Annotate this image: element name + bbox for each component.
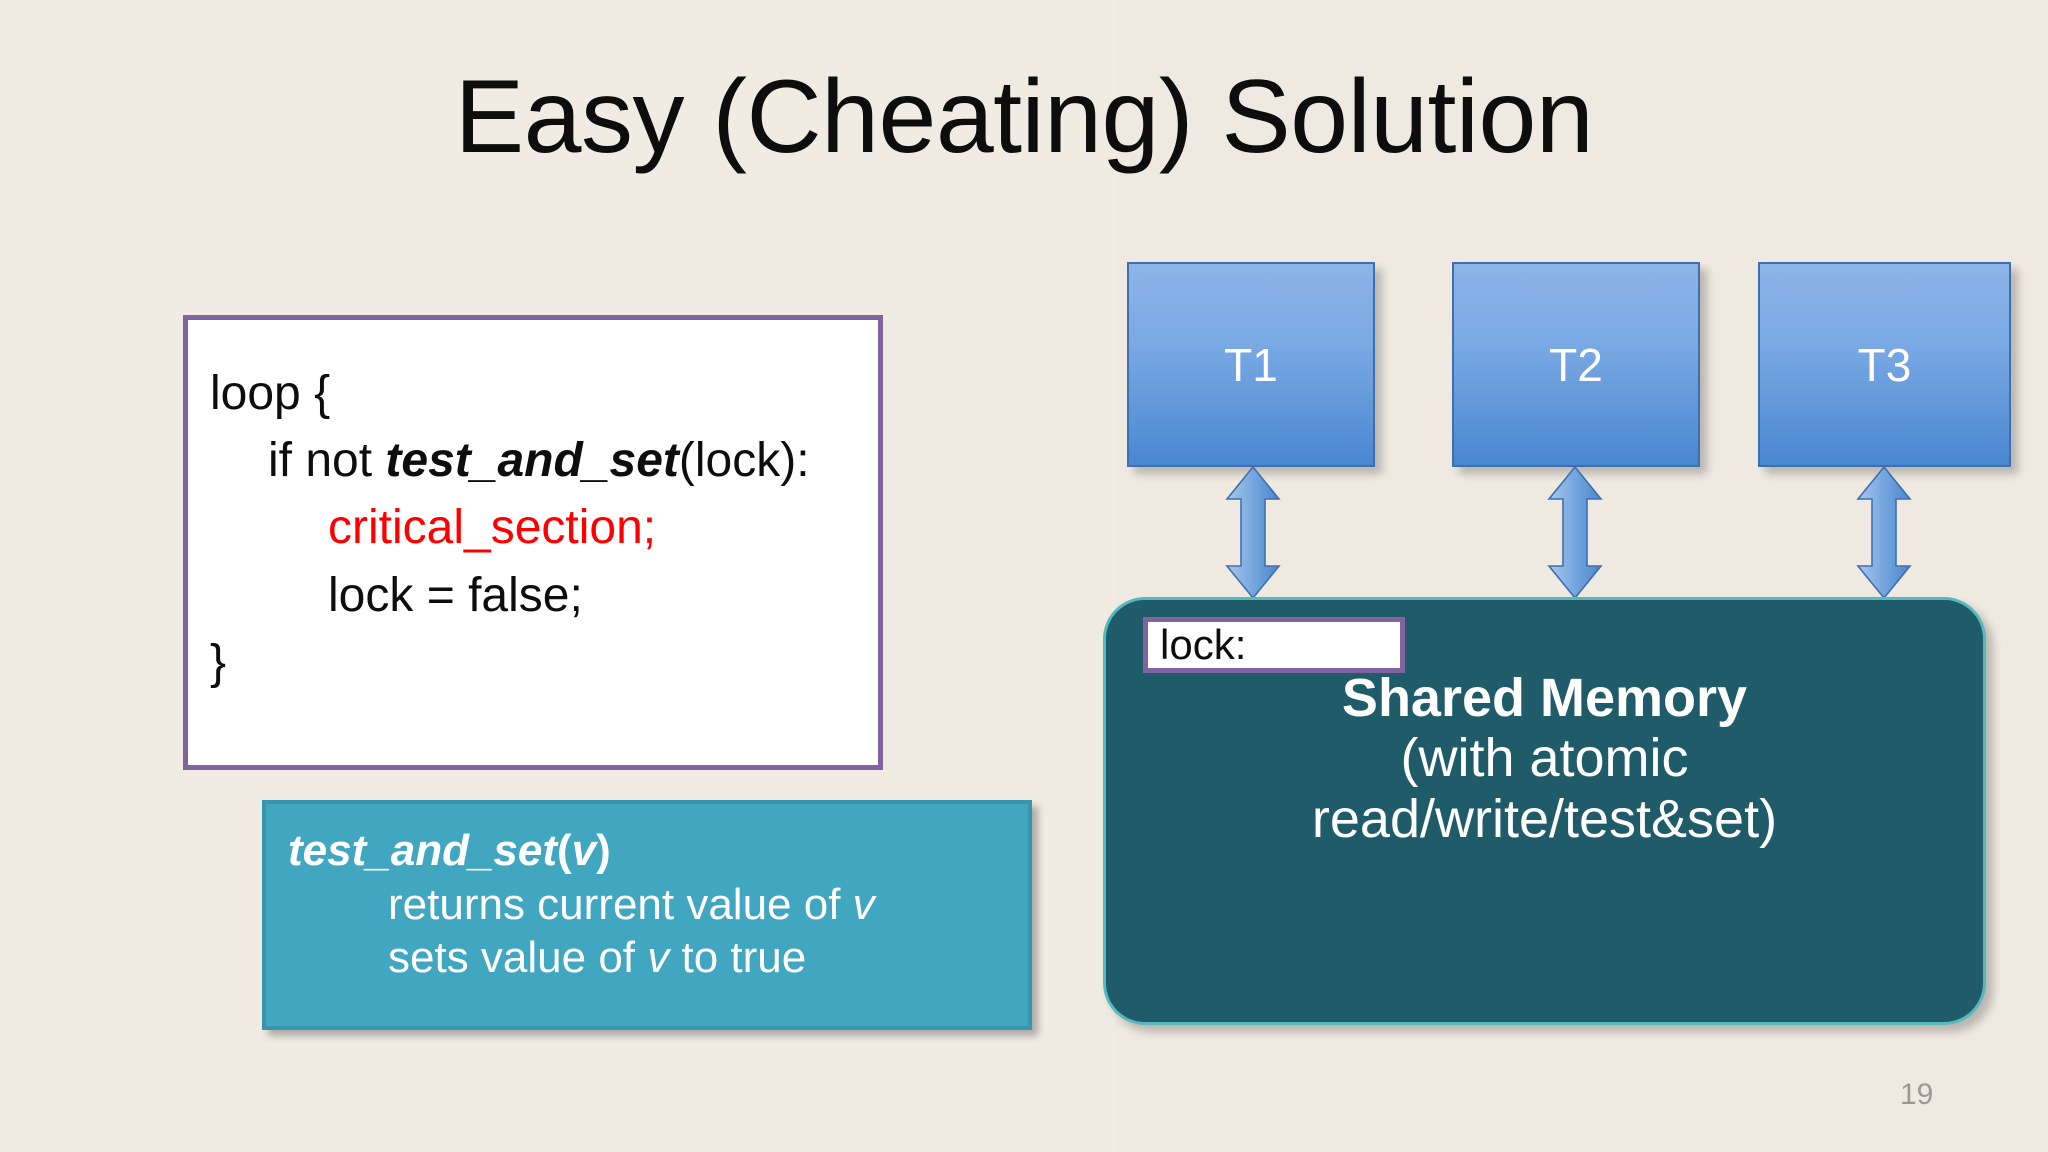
- double-arrow-icon-t1: [1225, 465, 1281, 600]
- code-line-2-suffix: (lock):: [678, 434, 810, 488]
- code-line-3: critical_section;: [328, 501, 657, 555]
- code-line-2-prefix: if not: [268, 434, 386, 488]
- double-arrow-icon-t3: [1856, 465, 1912, 600]
- lock-label: lock:: [1160, 621, 1247, 668]
- lock-variable-field[interactable]: lock:: [1143, 617, 1405, 673]
- thread-label-t1: T1: [1224, 338, 1278, 391]
- definition-desc-2-tail: to true: [669, 933, 807, 983]
- definition-paren-open: (: [557, 826, 572, 875]
- code-line-2-function: test_and_set: [385, 434, 679, 488]
- definition-desc-2-var: v: [647, 933, 670, 983]
- thread-label-t3: T3: [1857, 338, 1912, 391]
- code-line-4: lock = false;: [328, 568, 583, 622]
- thread-box-t1: T1: [1127, 262, 1375, 467]
- definition-callout: test_and_set(v) returns current value of…: [262, 800, 1032, 1030]
- definition-desc-2-text: sets value of: [388, 933, 648, 983]
- thread-label-t2: T2: [1549, 338, 1603, 391]
- shared-memory-title: Shared Memory: [1341, 668, 1748, 728]
- shared-memory-line-2: (with atomic: [1400, 728, 1689, 789]
- page-number: 19: [1900, 1078, 1934, 1111]
- definition-signature: test_and_set(v): [288, 824, 1028, 878]
- definition-desc-1: returns current value of v: [288, 878, 1028, 932]
- shared-memory-line-3: read/write/test&set): [1311, 788, 1778, 849]
- double-arrow-icon-t2: [1547, 465, 1603, 600]
- definition-paren-close: ): [596, 826, 611, 875]
- thread-box-t2: T2: [1452, 262, 1700, 467]
- definition-desc-2: sets value of v to true: [288, 931, 1028, 985]
- thread-box-t3: T3: [1758, 262, 2011, 467]
- code-block: loop { if not test_and_set(lock): critic…: [183, 315, 883, 770]
- slide-title: Easy (Cheating) Solution: [454, 59, 1594, 175]
- code-line-5: }: [210, 635, 227, 689]
- definition-function-name: test_and_set: [288, 826, 558, 875]
- code-line-1: loop {: [210, 367, 331, 420]
- definition-desc-1-text: returns current value of: [388, 879, 853, 929]
- code-line-2: if not test_and_set(lock):: [210, 427, 878, 494]
- definition-param: v: [571, 826, 597, 875]
- definition-desc-1-var: v: [852, 879, 875, 929]
